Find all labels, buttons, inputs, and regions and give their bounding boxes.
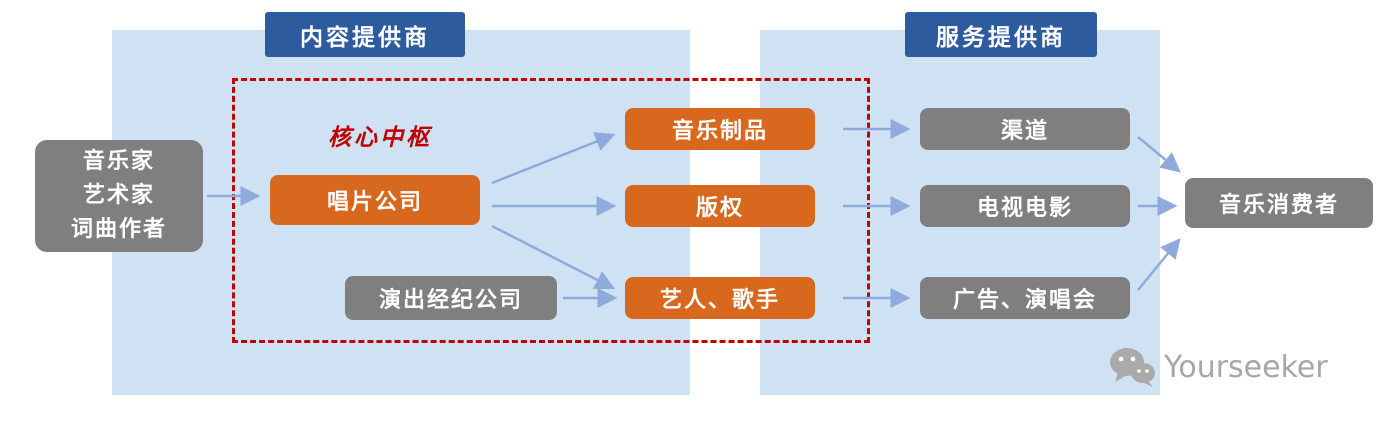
creators-line-3: 词曲作者 <box>70 217 167 242</box>
core-hub-label: 核心中枢 <box>328 125 432 151</box>
watermark: Yourseeker <box>1108 346 1328 388</box>
wechat-icon <box>1110 348 1155 387</box>
watermark-text: Yourseeker <box>1164 349 1328 385</box>
node-record-company: 唱片公司 <box>270 175 480 225</box>
node-artists-singers: 艺人、歌手 <box>625 277 815 319</box>
creators-line-2: 艺术家 <box>82 183 155 208</box>
node-ads-concerts: 广告、演唱会 <box>920 277 1130 319</box>
content-provider-header: 内容提供商 <box>265 12 465 57</box>
service-provider-header: 服务提供商 <box>905 12 1097 57</box>
creators-line-1: 音乐家 <box>82 149 155 174</box>
node-channels: 渠道 <box>920 108 1130 150</box>
node-performance-agency: 演出经纪公司 <box>345 276 557 320</box>
node-creators: 音乐家 艺术家 词曲作者 <box>35 140 203 252</box>
node-music-products: 音乐制品 <box>625 108 815 150</box>
node-copyright: 版权 <box>625 185 815 227</box>
node-music-consumers: 音乐消费者 <box>1185 178 1373 228</box>
core-hub-boundary <box>232 78 870 343</box>
node-tv-film: 电视电影 <box>920 185 1130 227</box>
